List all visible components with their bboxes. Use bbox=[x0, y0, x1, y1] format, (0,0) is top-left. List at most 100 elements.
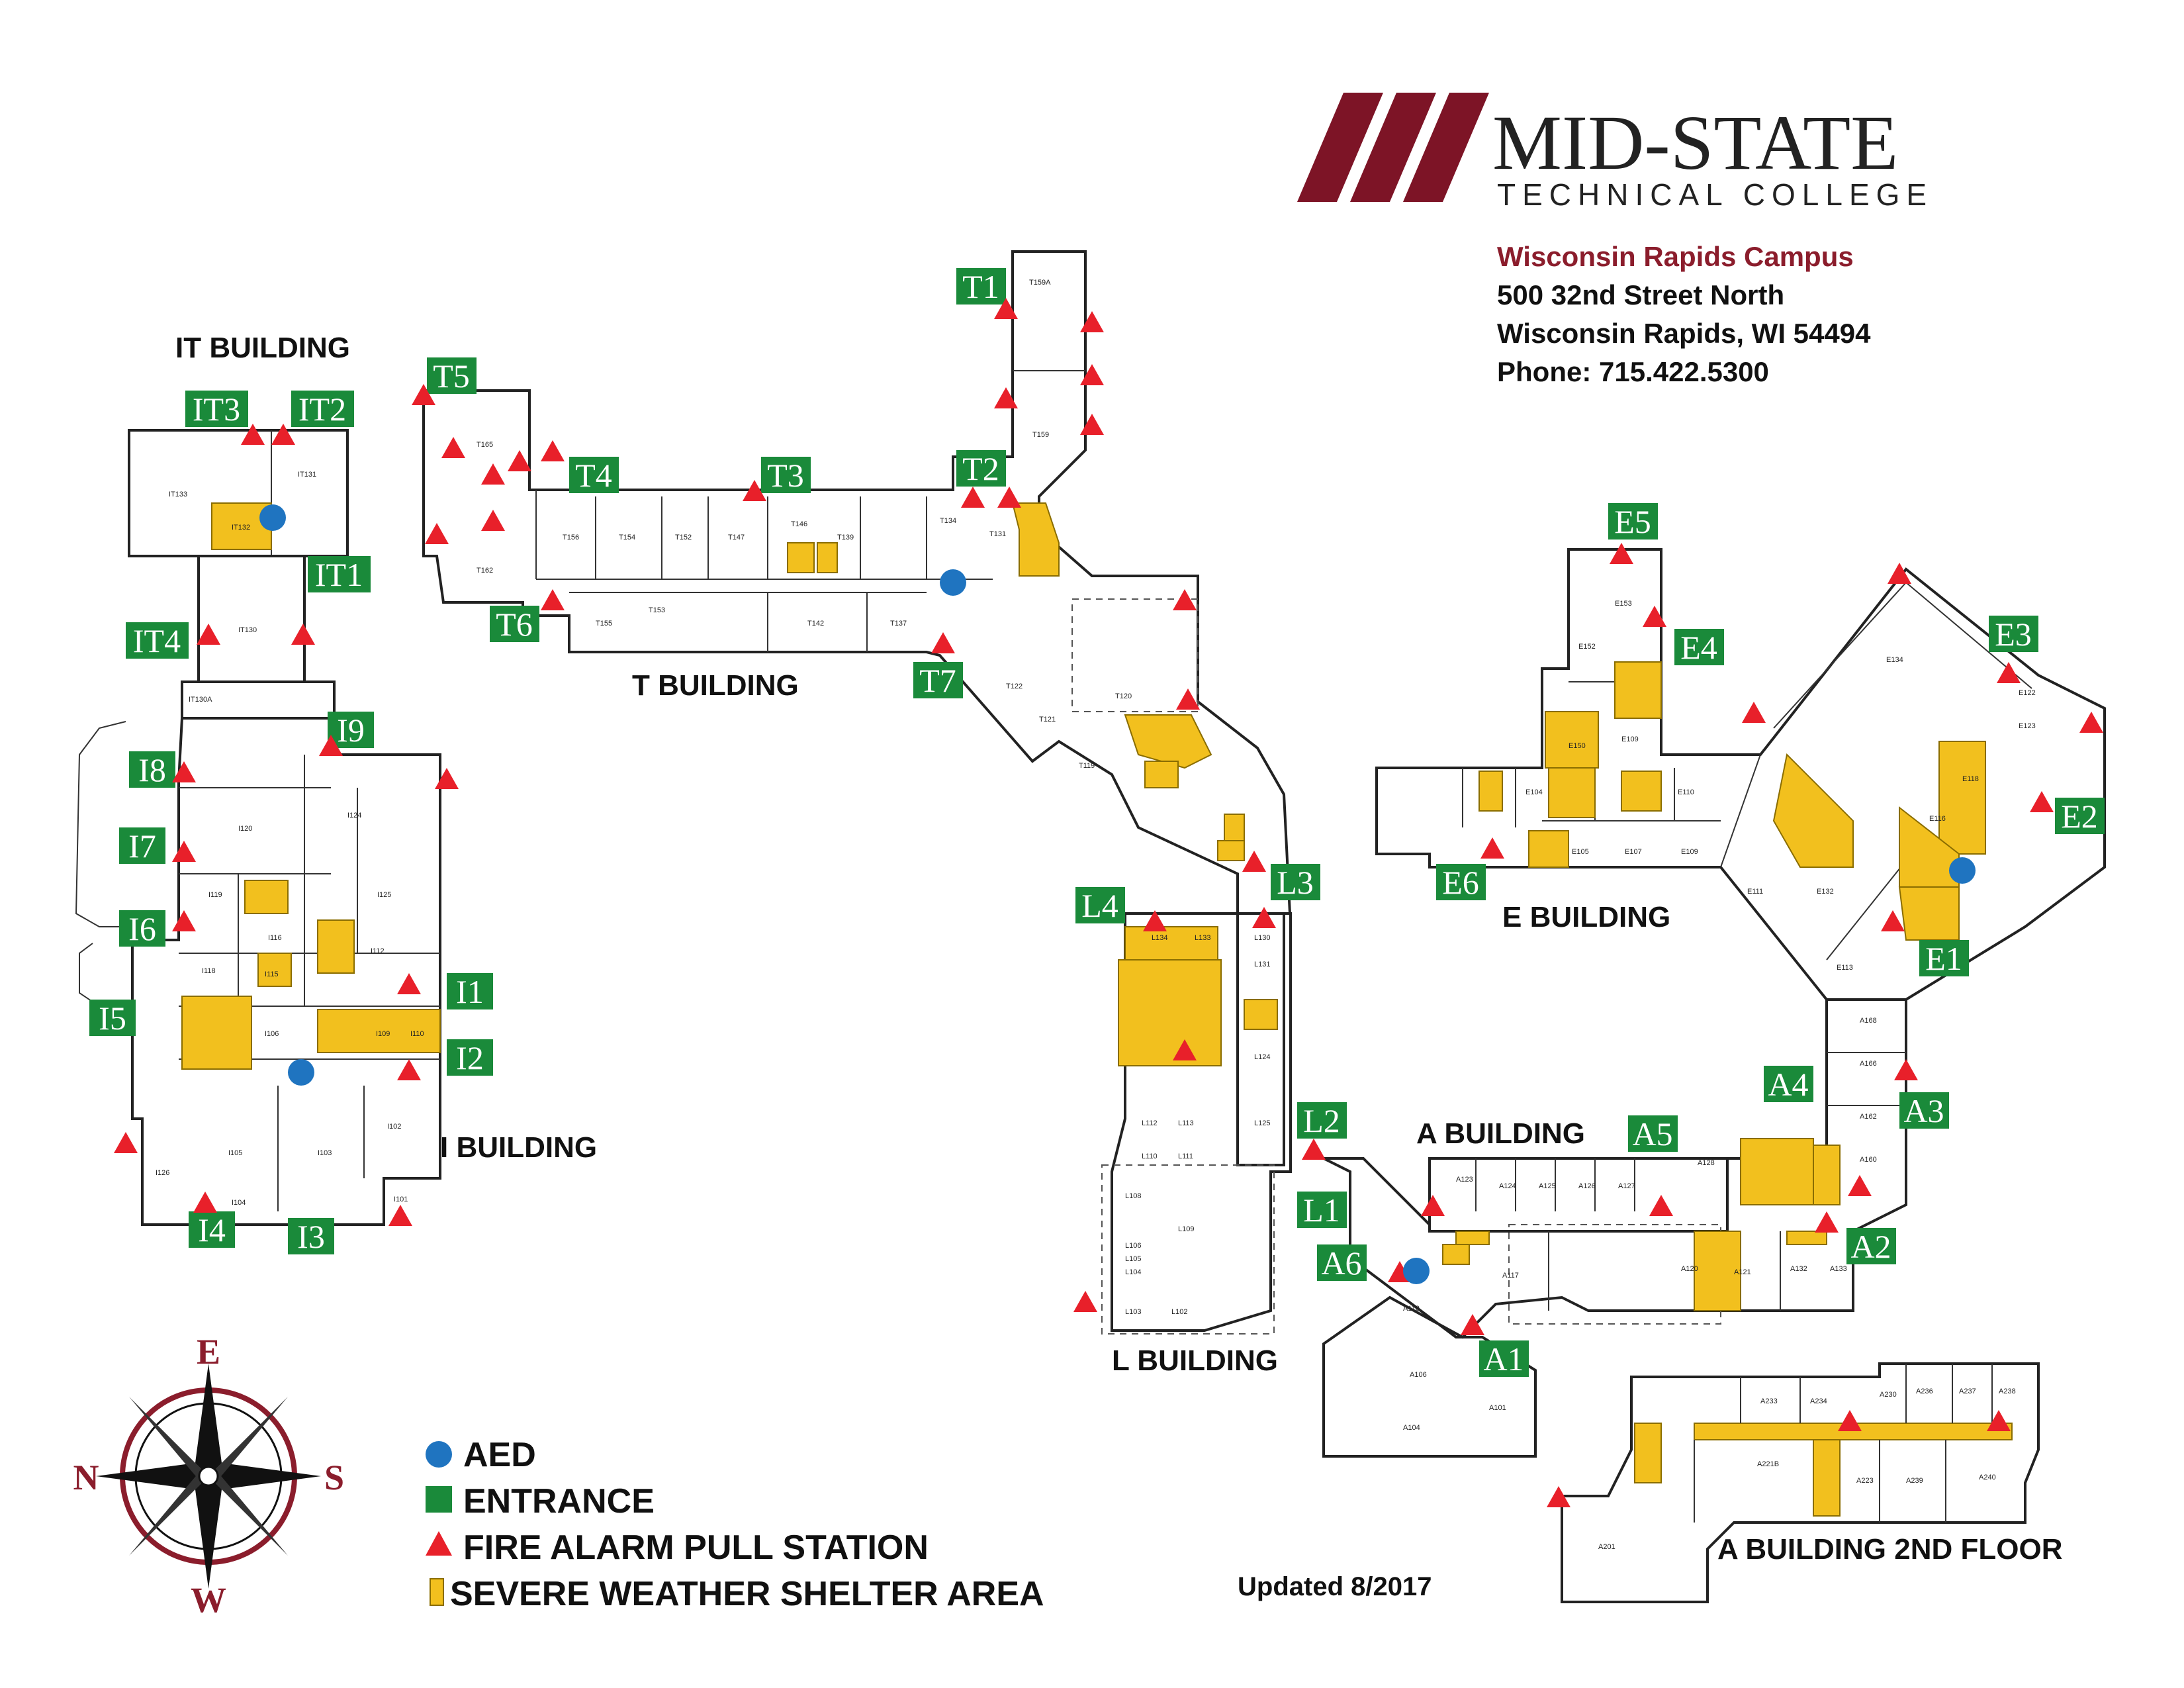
entrance-a6[interactable]: A6 bbox=[1317, 1244, 1367, 1282]
entrance-i8[interactable]: I8 bbox=[129, 751, 175, 788]
aed-e-building[interactable] bbox=[1949, 857, 1976, 884]
entrance-i7[interactable]: I7 bbox=[119, 827, 165, 865]
svg-text:T153: T153 bbox=[649, 606, 665, 614]
svg-text:L1: L1 bbox=[1303, 1192, 1340, 1229]
svg-text:A237: A237 bbox=[1959, 1387, 1976, 1395]
svg-text:T5: T5 bbox=[433, 357, 470, 395]
entrance-t5[interactable]: T5 bbox=[427, 357, 477, 395]
svg-text:IT4: IT4 bbox=[133, 622, 181, 659]
entrance-a4[interactable]: A4 bbox=[1764, 1066, 1813, 1103]
entrance-it4[interactable]: IT4 bbox=[126, 622, 189, 659]
svg-text:L106: L106 bbox=[1125, 1242, 1141, 1250]
aed-i-building[interactable] bbox=[288, 1059, 314, 1086]
entrance-a1[interactable]: A1 bbox=[1479, 1340, 1529, 1378]
entrance-l3[interactable]: L3 bbox=[1271, 864, 1320, 901]
svg-text:A234: A234 bbox=[1810, 1397, 1827, 1405]
svg-text:I126: I126 bbox=[156, 1169, 169, 1177]
svg-text:A6: A6 bbox=[1321, 1244, 1361, 1282]
entrance-a3[interactable]: A3 bbox=[1899, 1092, 1949, 1129]
svg-text:A104: A104 bbox=[1403, 1424, 1420, 1432]
entrance-it3[interactable]: IT3 bbox=[185, 391, 248, 428]
svg-text:T162: T162 bbox=[477, 567, 493, 575]
svg-text:I120: I120 bbox=[238, 825, 252, 833]
svg-text:A121: A121 bbox=[1734, 1268, 1751, 1276]
svg-text:A4: A4 bbox=[1768, 1066, 1808, 1103]
it-building[interactable]: IT133 IT131 IT132 IT130 IT130A bbox=[128, 429, 349, 723]
i-building-label: I BUILDING bbox=[440, 1131, 597, 1164]
svg-text:I2: I2 bbox=[456, 1039, 484, 1076]
entrance-t3[interactable]: T3 bbox=[761, 457, 811, 494]
aed-t-building[interactable] bbox=[940, 569, 966, 596]
a-building[interactable]: A123 A124 A125 A126 A127 A128 A168 A166 … bbox=[1322, 998, 1907, 1458]
it-building-label: IT BUILDING bbox=[175, 332, 350, 364]
svg-text:A123: A123 bbox=[1456, 1176, 1473, 1184]
t-building[interactable]: T165 T159A T159 T156 T154 T152 T147 T146… bbox=[422, 250, 1293, 928]
svg-text:A132: A132 bbox=[1790, 1265, 1807, 1273]
entrance-l1[interactable]: L1 bbox=[1297, 1192, 1347, 1229]
compass-north: N bbox=[73, 1458, 99, 1497]
svg-text:L111: L111 bbox=[1178, 1152, 1193, 1160]
svg-text:A168: A168 bbox=[1860, 1017, 1877, 1025]
entrance-e1[interactable]: E1 bbox=[1919, 940, 1969, 977]
a-building-2nd-floor[interactable]: A233 A234 A230 A236 A237 A238 A221B A239… bbox=[1561, 1362, 2040, 1603]
entrance-i9[interactable]: I9 bbox=[328, 712, 374, 749]
svg-text:L124: L124 bbox=[1254, 1053, 1270, 1061]
aed-a-building[interactable] bbox=[1403, 1258, 1430, 1284]
svg-text:A230: A230 bbox=[1880, 1391, 1897, 1399]
entrance-e5[interactable]: E5 bbox=[1608, 503, 1658, 540]
entrance-t6[interactable]: T6 bbox=[490, 606, 539, 643]
compass-east: E bbox=[197, 1332, 220, 1372]
entrance-e6[interactable]: E6 bbox=[1436, 864, 1486, 901]
svg-text:E5: E5 bbox=[1614, 503, 1651, 540]
svg-text:E105: E105 bbox=[1572, 848, 1589, 856]
entrance-t7[interactable]: T7 bbox=[913, 662, 963, 699]
entrance-it2[interactable]: IT2 bbox=[291, 391, 354, 428]
svg-text:A239: A239 bbox=[1906, 1477, 1923, 1485]
svg-text:T7: T7 bbox=[919, 662, 956, 699]
svg-text:I102: I102 bbox=[387, 1123, 401, 1131]
svg-text:T152: T152 bbox=[675, 534, 692, 541]
svg-text:I103: I103 bbox=[318, 1149, 332, 1157]
svg-text:L112: L112 bbox=[1142, 1119, 1158, 1127]
svg-text:IT130A: IT130A bbox=[189, 696, 212, 704]
entrance-l2[interactable]: L2 bbox=[1297, 1102, 1347, 1139]
svg-text:E109: E109 bbox=[1621, 735, 1639, 743]
i-building[interactable]: I120 I124 I119 I125 I116 I112 I118 I115 … bbox=[75, 717, 441, 1226]
legend-entrance-label: ENTRANCE bbox=[463, 1482, 655, 1521]
e-building[interactable]: E153 E152 E150 E109 E104 E110 E105 E107 … bbox=[1375, 548, 2106, 1001]
e-building-label: E BUILDING bbox=[1502, 901, 1670, 933]
entrance-e3[interactable]: E3 bbox=[1989, 616, 2038, 653]
aed-markers bbox=[259, 504, 1976, 1284]
entrance-t4[interactable]: T4 bbox=[569, 457, 619, 494]
entrance-i3[interactable]: I3 bbox=[288, 1218, 334, 1255]
svg-text:A127: A127 bbox=[1618, 1182, 1635, 1190]
svg-text:T119: T119 bbox=[1079, 762, 1095, 770]
svg-text:IT1: IT1 bbox=[315, 556, 363, 593]
svg-text:A5: A5 bbox=[1632, 1115, 1672, 1152]
svg-text:A101: A101 bbox=[1489, 1404, 1506, 1412]
entrance-a2[interactable]: A2 bbox=[1846, 1228, 1896, 1265]
entrance-i2[interactable]: I2 bbox=[447, 1039, 493, 1076]
svg-text:I125: I125 bbox=[377, 891, 391, 899]
entrance-e4[interactable]: E4 bbox=[1674, 629, 1724, 666]
svg-text:A166: A166 bbox=[1860, 1060, 1877, 1068]
entrance-l4[interactable]: L4 bbox=[1075, 887, 1125, 924]
svg-text:I112: I112 bbox=[371, 947, 385, 955]
aed-it-building[interactable] bbox=[259, 504, 286, 531]
entrance-t2[interactable]: T2 bbox=[956, 450, 1006, 487]
entrance-i1[interactable]: I1 bbox=[447, 973, 493, 1010]
entrance-it1[interactable]: IT1 bbox=[308, 556, 371, 593]
svg-text:IT132: IT132 bbox=[232, 524, 250, 532]
entrance-a5[interactable]: A5 bbox=[1628, 1115, 1678, 1152]
entrance-t1[interactable]: T1 bbox=[956, 268, 1006, 305]
l-building[interactable]: L134 L133 L130 L131 L124 L125 L112 L113 … bbox=[1101, 912, 1292, 1335]
entrance-i5[interactable]: I5 bbox=[89, 1000, 136, 1037]
entrance-i4[interactable]: I4 bbox=[189, 1211, 235, 1248]
svg-text:L4: L4 bbox=[1081, 887, 1118, 924]
a-building-2nd-floor-label: A BUILDING 2ND FLOOR bbox=[1717, 1533, 2062, 1566]
svg-text:T156: T156 bbox=[563, 534, 579, 541]
svg-text:E6: E6 bbox=[1442, 864, 1479, 901]
entrance-i6[interactable]: I6 bbox=[119, 910, 165, 947]
svg-text:T139: T139 bbox=[837, 534, 854, 541]
entrance-e2[interactable]: E2 bbox=[2055, 798, 2105, 835]
